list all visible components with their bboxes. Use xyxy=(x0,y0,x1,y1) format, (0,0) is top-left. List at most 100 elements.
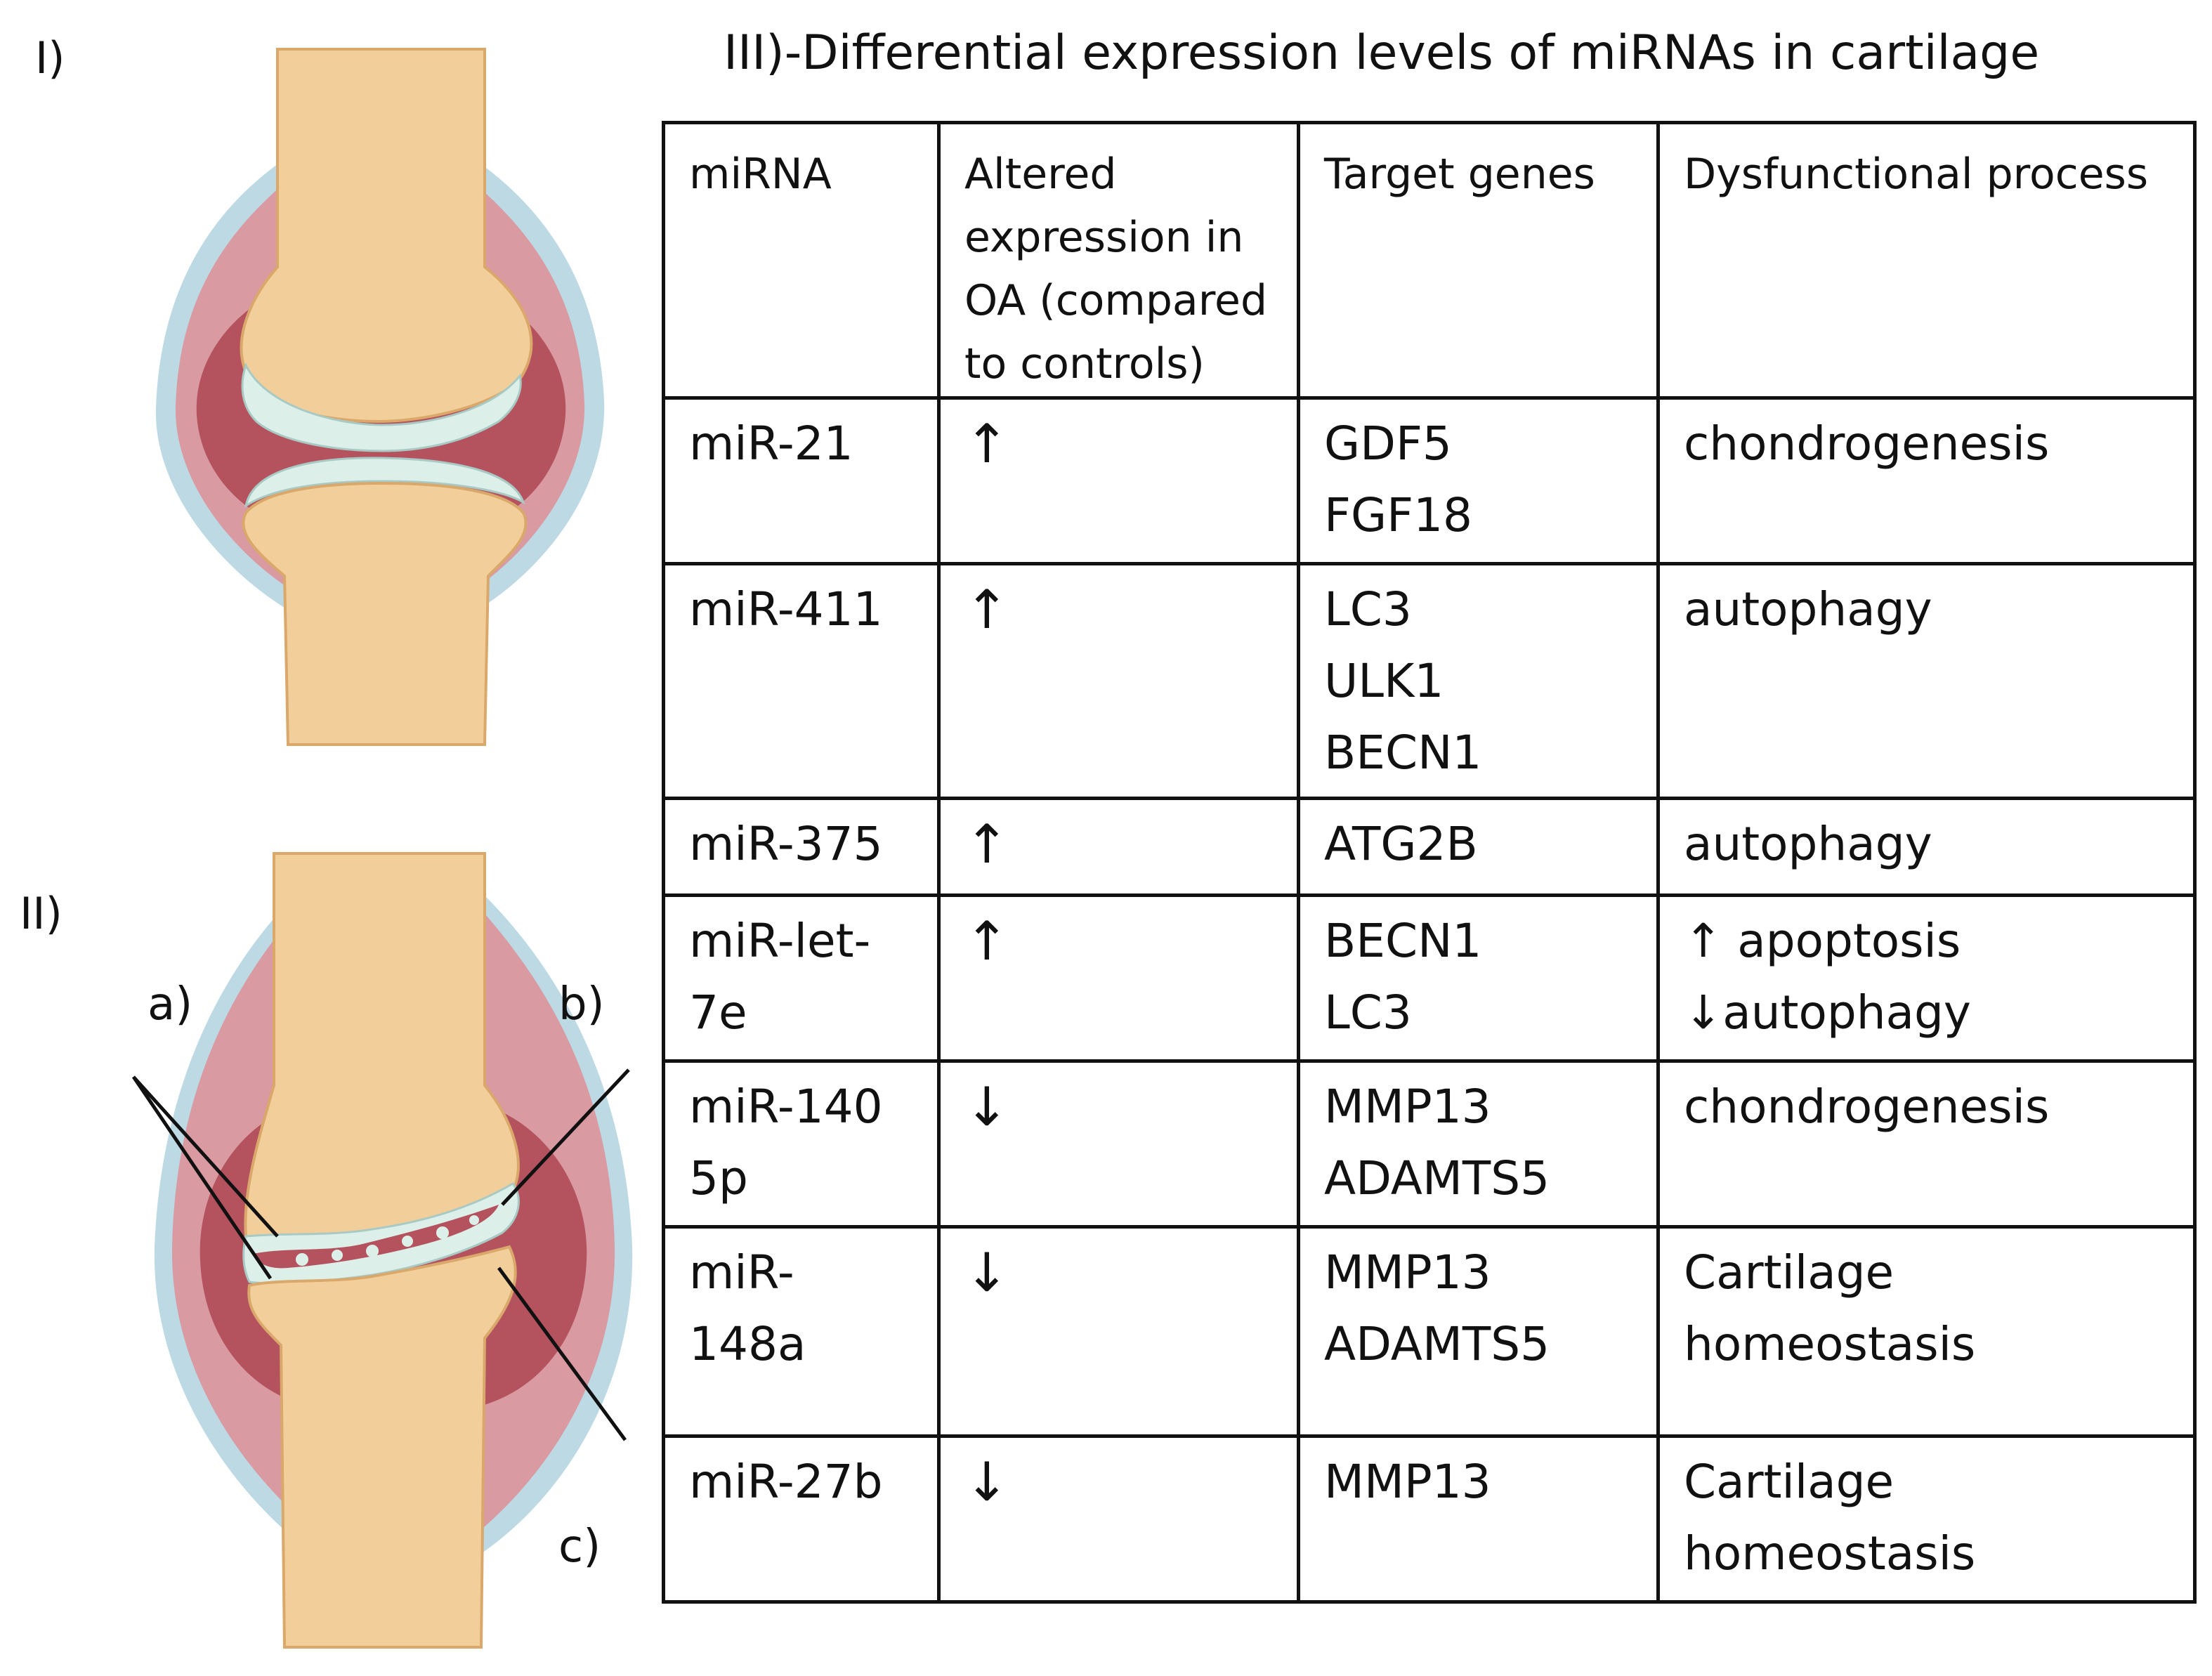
expression-change-cell: ↑ xyxy=(937,396,1300,565)
mirna-cell-line: 5p xyxy=(689,1151,748,1205)
expression-change-cell: ↑ xyxy=(937,562,1300,800)
mirna-cell-line: miR-27b xyxy=(689,1455,883,1509)
mirna-cell-line: miR-let- xyxy=(689,914,871,968)
target-genes-cell-line: ADAMTS5 xyxy=(1324,1151,1550,1205)
annotation-b: b) xyxy=(558,978,605,1030)
expression-change-cell: ↑ xyxy=(937,797,1300,897)
dysfunctional-process-cell-line: homeostasis xyxy=(1684,1317,1976,1371)
header-altered-expression: Altered expression in OA (compared to contr… xyxy=(937,121,1300,400)
mirna-cell-line: 148a xyxy=(689,1317,806,1371)
header-altered-expression-line: OA (compared xyxy=(964,276,1268,325)
lower-cartilage xyxy=(244,457,525,509)
dysfunctional-process-cell: chondrogenesis xyxy=(1656,1059,2197,1229)
upper-cartilage xyxy=(241,362,522,452)
table-body: miRNA Altered expression in OA (compared to … xyxy=(662,121,2197,1604)
header-altered-expression-line: expression in xyxy=(964,213,1244,262)
mirna-cell: miR-27b xyxy=(662,1434,941,1604)
target-genes-cell-line: LC3 xyxy=(1324,582,1412,636)
dysfunctional-process-cell-line: autophagy xyxy=(1684,817,1932,871)
header-target-genes: Target genes xyxy=(1297,121,1660,400)
healthy-joint-illustration xyxy=(155,48,605,746)
dysfunctional-process-cell-line: Cartilage xyxy=(1684,1455,1894,1509)
oa-lower-bone xyxy=(247,1245,517,1649)
panel-label-osteoarthritis: II) xyxy=(20,888,63,939)
target-genes-cell-line: MMP13 xyxy=(1324,1080,1491,1134)
dysfunctional-process-cell: Cartilage homeostasis xyxy=(1656,1434,2197,1604)
mirna-cell-line: 7e xyxy=(689,986,747,1040)
osteoarthritic-joint-illustration xyxy=(131,852,633,1649)
oa-cartilage-debris xyxy=(296,1215,479,1266)
dysfunctional-process-cell: Cartilage homeostasis xyxy=(1656,1225,2197,1438)
dysfunctional-process-cell-line: ↑ apoptosis xyxy=(1684,914,1961,968)
target-genes-cell-line: GDF5 xyxy=(1324,417,1452,471)
dysfunctional-process-cell-line: ↓autophagy xyxy=(1684,986,1971,1040)
table-row: miR-27b ↓ MMP13 Cartilage homeostasis xyxy=(662,1434,2197,1604)
mirna-cell: miR-let- 7e xyxy=(662,893,941,1063)
expression-change-cell-line: ↑ xyxy=(964,813,1009,875)
target-genes-cell-line: FGF18 xyxy=(1324,488,1473,542)
target-genes-cell-line: BECN1 xyxy=(1324,914,1482,968)
header-altered-expression-line: Altered xyxy=(964,150,1117,199)
table-row: miR-375 ↑ ATG2B autophagy xyxy=(662,797,2197,897)
mirna-cell-line: miR-21 xyxy=(689,417,853,471)
target-genes-cell-line: ATG2B xyxy=(1324,817,1478,871)
mirna-cell: miR- 148a xyxy=(662,1225,941,1438)
target-genes-cell-line: MMP13 xyxy=(1324,1455,1491,1509)
mirna-cell: miR-140 5p xyxy=(662,1059,941,1229)
lower-bone xyxy=(242,481,528,746)
target-genes-cell-line: ULK1 xyxy=(1324,654,1444,708)
mirna-expression-table: miRNA Altered expression in OA (compared to … xyxy=(662,121,2197,1604)
header-dysfunctional-process-line: Dysfunctional process xyxy=(1684,150,2149,199)
header-mirna: miRNA xyxy=(662,121,941,400)
header-target-genes-line: Target genes xyxy=(1324,150,1595,199)
mirna-cell-line: miR-140 xyxy=(689,1080,883,1134)
target-genes-cell-line: BECN1 xyxy=(1324,726,1482,780)
expression-change-cell: ↓ xyxy=(937,1434,1300,1604)
expression-change-cell: ↓ xyxy=(937,1225,1300,1438)
oa-cartilage-erosion xyxy=(253,1205,499,1269)
mirna-cell-line: miR-375 xyxy=(689,817,883,871)
panel-label-healthy: I) xyxy=(35,32,65,84)
dysfunctional-process-cell-line: autophagy xyxy=(1684,582,1932,636)
dysfunctional-process-cell: autophagy xyxy=(1656,797,2197,897)
header-dysfunctional-process: Dysfunctional process xyxy=(1656,121,2197,400)
expression-change-cell: ↓ xyxy=(937,1059,1300,1229)
dysfunctional-process-cell-line: Cartilage xyxy=(1684,1245,1894,1299)
expression-change-cell-line: ↑ xyxy=(964,910,1009,972)
dysfunctional-process-cell-line: chondrogenesis xyxy=(1684,1080,2050,1134)
oa-upper-bone xyxy=(244,852,520,1242)
target-genes-cell: ATG2B xyxy=(1297,797,1660,897)
dysfunctional-process-cell-line: chondrogenesis xyxy=(1684,417,2050,471)
header-mirna-line: miRNA xyxy=(689,150,832,199)
target-genes-cell-line: MMP13 xyxy=(1324,1245,1491,1299)
mirna-cell-line: miR- xyxy=(689,1245,794,1299)
expression-change-cell-line: ↓ xyxy=(964,1075,1009,1138)
expression-change-cell: ↑ xyxy=(937,893,1300,1063)
upper-bone xyxy=(240,48,533,424)
header-altered-expression-line: to controls) xyxy=(964,339,1205,388)
target-genes-cell-line: ADAMTS5 xyxy=(1324,1317,1550,1371)
expression-change-cell-line: ↓ xyxy=(964,1241,1009,1304)
mirna-cell-line: miR-411 xyxy=(689,582,883,636)
mirna-cell: miR-411 xyxy=(662,562,941,800)
table-header-row: miRNA Altered expression in OA (compared to … xyxy=(662,121,2197,400)
table-title: III)-Differential expression levels of m… xyxy=(724,25,2040,81)
dysfunctional-process-cell: autophagy xyxy=(1656,562,2197,800)
target-genes-cell-line: LC3 xyxy=(1324,986,1412,1040)
expression-change-cell-line: ↑ xyxy=(964,578,1009,641)
dysfunctional-process-cell: ↑ apoptosis ↓autophagy xyxy=(1656,893,2197,1063)
target-genes-cell: MMP13 xyxy=(1297,1434,1660,1604)
dysfunctional-process-cell-line: homeostasis xyxy=(1684,1526,1976,1580)
annotation-leader-lines xyxy=(131,1068,630,1441)
expression-change-cell-line: ↓ xyxy=(964,1451,1009,1513)
